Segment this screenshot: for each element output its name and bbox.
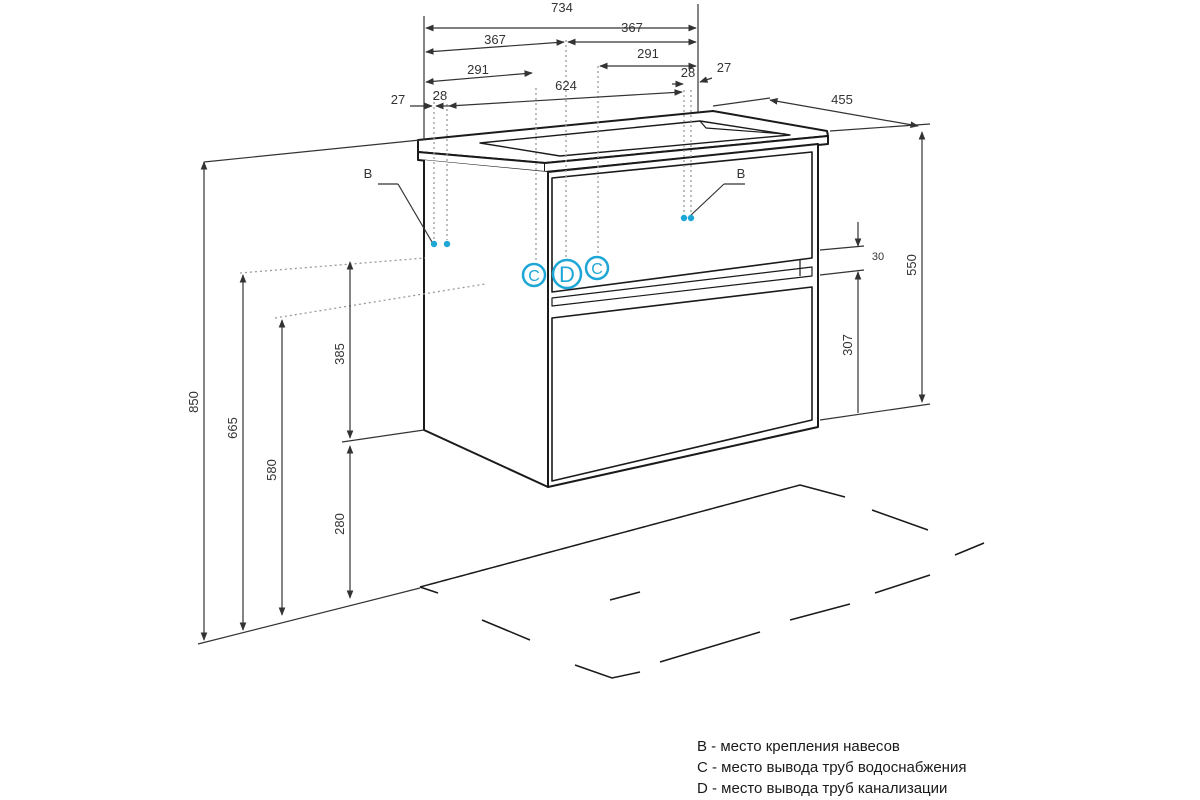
legend-text: - место вывода труб канализации xyxy=(707,780,948,797)
b-mount-dot xyxy=(430,240,438,248)
guide-lines xyxy=(239,40,692,319)
legend-row-b: B - место крепления навесов xyxy=(697,736,966,757)
dim-385: 385 xyxy=(332,343,347,365)
dim-367-right: 367 xyxy=(621,20,643,35)
dim-665: 665 xyxy=(225,417,240,439)
d-marker xyxy=(551,258,583,290)
legend: B - место крепления навесов C - место вы… xyxy=(697,736,966,799)
b-label-left: B xyxy=(364,166,373,181)
c-marker-right xyxy=(584,255,610,281)
legend-text: - место крепления навесов xyxy=(707,738,900,755)
dim-291-right: 291 xyxy=(637,46,659,61)
d-marker-label: D xyxy=(559,262,575,287)
dim-367-left: 367 xyxy=(484,32,506,47)
dim-27-right: 27 xyxy=(717,60,731,75)
dimension-lines xyxy=(197,4,931,645)
b-markers: B B xyxy=(364,166,746,248)
cabinet-front xyxy=(547,143,819,488)
upper-drawer xyxy=(551,151,813,293)
c-marker-left-label: C xyxy=(528,268,540,285)
legend-row-d: D - место вывода труб канализации xyxy=(697,778,966,799)
handle-groove xyxy=(551,266,813,307)
legend-key: C xyxy=(697,759,708,776)
dim-734: 734 xyxy=(551,0,573,15)
dim-280: 280 xyxy=(332,513,347,535)
floor-footprint xyxy=(419,484,985,679)
legend-key: D xyxy=(697,780,708,797)
outlet-markers: C D C xyxy=(521,255,610,290)
dimension-labels: 734 367 367 291 291 624 27 28 28 27 455 … xyxy=(186,0,919,535)
dim-455: 455 xyxy=(831,92,853,107)
dim-28-left: 28 xyxy=(433,88,447,103)
b-mount-dot xyxy=(680,214,688,222)
cabinet-side xyxy=(423,160,549,488)
legend-row-c: C - место вывода труб водоснабжения xyxy=(697,757,966,778)
c-marker-left xyxy=(521,262,547,288)
basin-bowl xyxy=(479,120,791,157)
dim-30: 30 xyxy=(872,251,884,263)
legend-key: B xyxy=(697,738,708,755)
dim-580: 580 xyxy=(264,459,279,481)
lower-drawer xyxy=(551,286,813,482)
dim-624: 624 xyxy=(555,78,577,93)
legend-text: - место вывода труб водоснабжения xyxy=(707,759,967,776)
dim-27-left: 27 xyxy=(391,92,405,107)
cabinet-outline xyxy=(417,110,829,488)
b-mount-dot xyxy=(443,240,451,248)
dim-550: 550 xyxy=(904,254,919,276)
dim-28-right: 28 xyxy=(681,65,695,80)
b-label-right: B xyxy=(737,166,746,181)
dim-850: 850 xyxy=(186,391,201,413)
b-mount-dot xyxy=(687,214,695,222)
dim-291-left: 291 xyxy=(467,62,489,77)
dim-307: 307 xyxy=(840,334,855,356)
c-marker-right-label: C xyxy=(591,261,603,278)
